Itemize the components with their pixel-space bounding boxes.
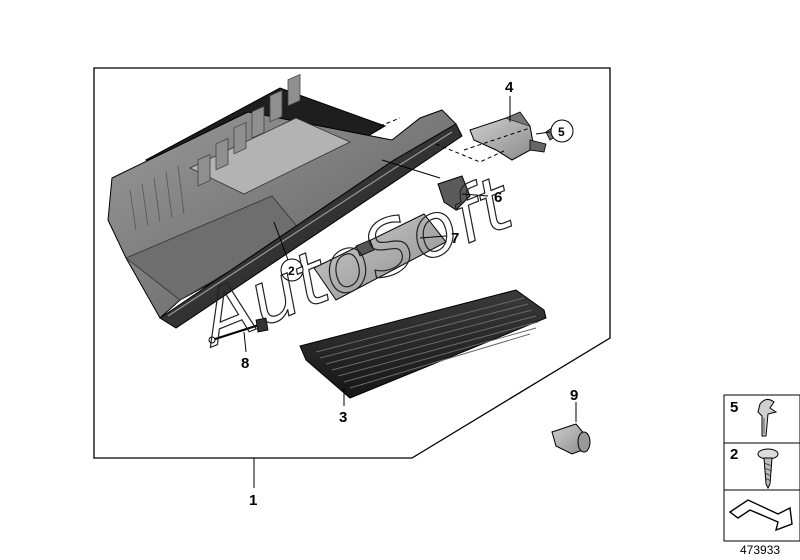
callout-6: 6 <box>494 189 502 206</box>
lock-cylinder-part <box>551 423 591 455</box>
insert-panel-part <box>313 213 447 301</box>
callout-2: 2 <box>288 264 295 278</box>
callout-4: 4 <box>505 79 514 96</box>
hardware-legend: 5 2 <box>723 394 800 542</box>
latch-mechanism-part <box>469 111 547 161</box>
assembly-hint-dashed-lines <box>379 117 531 163</box>
lid-edge-highlight <box>167 131 453 317</box>
glove-box-housing <box>107 73 457 319</box>
callout-5-circle <box>550 119 574 143</box>
rubber-mat-part <box>299 289 547 399</box>
callout-2-circle <box>280 258 304 282</box>
callout-1: 1 <box>249 492 257 509</box>
legend-number-5: 5 <box>730 399 738 416</box>
callout-8: 8 <box>241 355 249 372</box>
legend-number-2: 2 <box>730 446 738 463</box>
expanding-clip-icon <box>757 398 778 437</box>
leader-lines <box>243 96 577 488</box>
callout-9: 9 <box>570 387 578 404</box>
glove-box-lid <box>159 123 463 329</box>
diagram-reference-number: 473933 <box>740 543 780 557</box>
callout-7: 7 <box>451 230 459 247</box>
callout-3: 3 <box>339 409 347 426</box>
damper-rod-part <box>208 317 269 344</box>
assembly-frame <box>93 67 611 459</box>
callout-5: 5 <box>558 125 565 139</box>
screw-icon <box>757 448 779 490</box>
orientation-arrow-icon <box>728 499 793 532</box>
cover-cap-part <box>437 175 471 211</box>
